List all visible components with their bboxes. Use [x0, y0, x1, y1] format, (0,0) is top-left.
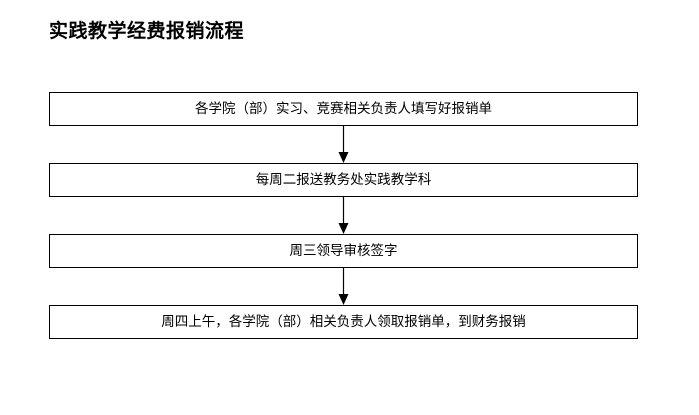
flow-node-step-2: 每周二报送教务处实践教学科 — [49, 163, 638, 197]
flow-node-step-1: 各学院（部）实习、竞赛相关负责人填写好报销单 — [49, 92, 638, 126]
flow-node-label: 周三领导审核签字 — [289, 243, 398, 259]
down-arrow-icon — [338, 126, 349, 163]
flow-arrow-step-1-to-step-2 — [49, 126, 638, 163]
flow-node-label: 各学院（部）实习、竞赛相关负责人填写好报销单 — [195, 101, 492, 117]
flowchart-body: 各学院（部）实习、竞赛相关负责人填写好报销单 每周二报送教务处实践教学科 周三领… — [49, 92, 638, 339]
page-title: 实践教学经费报销流程 — [49, 20, 245, 42]
down-arrow-icon — [338, 268, 349, 305]
flow-node-label: 每周二报送教务处实践教学科 — [255, 172, 432, 188]
down-arrow-icon — [338, 197, 349, 234]
flow-arrow-step-3-to-step-4 — [49, 268, 638, 305]
flow-arrow-step-2-to-step-3 — [49, 197, 638, 234]
flow-node-step-3: 周三领导审核签字 — [49, 234, 638, 268]
flow-node-label: 周四上午，各学院（部）相关负责人领取报销单，到财务报销 — [161, 314, 526, 330]
flow-node-step-4: 周四上午，各学院（部）相关负责人领取报销单，到财务报销 — [49, 305, 638, 339]
